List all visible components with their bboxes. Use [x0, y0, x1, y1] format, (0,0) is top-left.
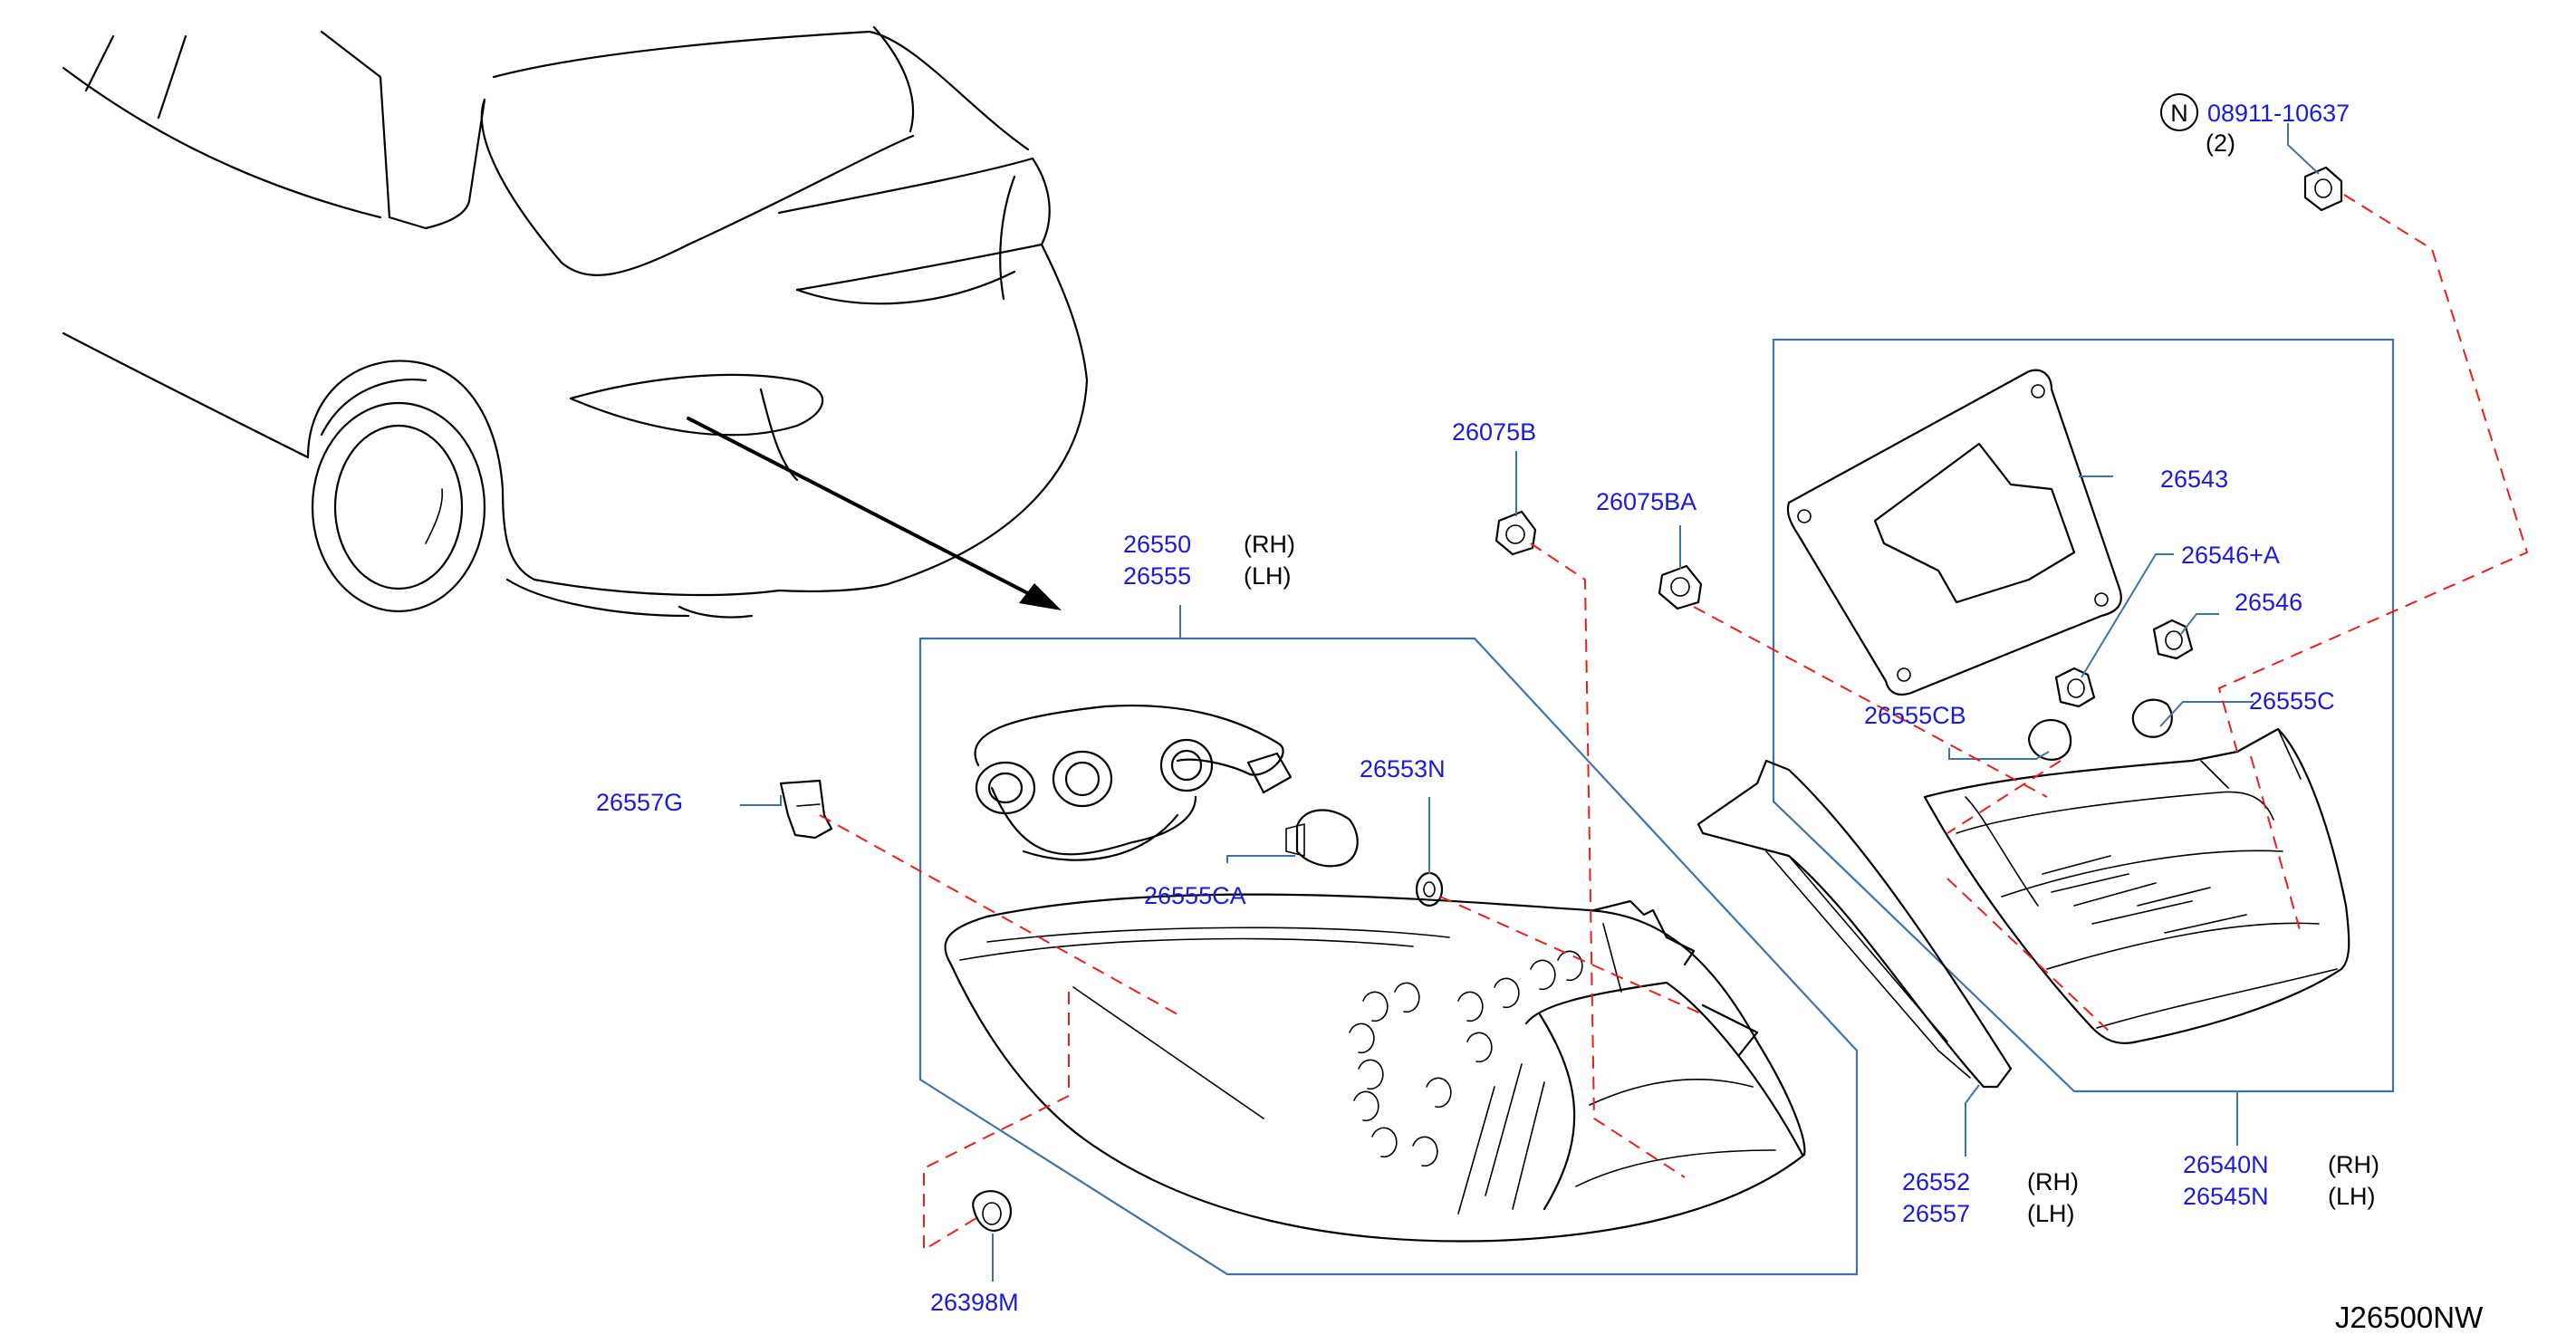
label-clip: 26557G	[596, 789, 683, 816]
label-socket: 26546	[2235, 589, 2302, 616]
screw	[2303, 166, 2343, 212]
nut-b	[1495, 510, 1537, 556]
label-inner-lamp-lh-side: (LH)	[2328, 1183, 2376, 1210]
clip	[779, 779, 833, 840]
label-nut-ba: 26075BA	[1596, 488, 1697, 515]
lamp-assembly-frame	[918, 605, 1859, 1276]
label-screw-qty: (2)	[2206, 130, 2235, 157]
grommet	[972, 1190, 1012, 1232]
label-socket-a: 26546+A	[2181, 542, 2280, 569]
label-screw: 08911-10637	[2207, 100, 2350, 127]
label-bulb-cb: 26555CB	[1864, 702, 1966, 729]
diagram-reference-code: J26500NW	[2335, 1301, 2484, 1334]
socket-a	[2054, 667, 2096, 708]
new-part-marker	[2160, 93, 2198, 131]
label-seal: 26553N	[1360, 755, 1446, 782]
bulb-c	[2131, 698, 2173, 738]
wiring-harness	[974, 704, 1293, 861]
finisher	[1697, 759, 2013, 1089]
label-lamp-assembly-rh: 26550	[1123, 531, 1191, 558]
nut-ba	[1658, 564, 1703, 610]
label-inner-lamp-rh: 26540N	[2183, 1151, 2269, 1178]
label-finisher-lh: 26557	[1902, 1200, 1970, 1227]
label-bulb-ca: 26555CA	[1144, 882, 1246, 909]
label-inner-lamp-rh-side: (RH)	[2328, 1151, 2379, 1178]
label-grommet: 26398M	[930, 1289, 1019, 1316]
label-nut-b: 26075B	[1452, 418, 1536, 446]
bulb-cb	[2027, 718, 2072, 761]
label-finisher-rh: 26552	[1902, 1168, 1970, 1195]
gasket	[1786, 369, 2122, 696]
inner-lamp	[1923, 727, 2350, 1044]
label-finisher-rh-side: (RH)	[2027, 1168, 2079, 1195]
leader-lines	[740, 123, 2320, 1282]
label-lamp-assembly-lh: 26555	[1123, 562, 1191, 590]
bulb-ca	[1285, 809, 1359, 868]
label-lamp-assembly-rh-side: (RH)	[1244, 531, 1295, 558]
callout-labels: 26550 (RH) 26555 (LH) 26075B 26075BA 265…	[596, 93, 2484, 1334]
label-bulb-c: 26555C	[2249, 687, 2335, 715]
label-screw-prefix: N	[2170, 100, 2188, 127]
label-inner-lamp-lh: 26545N	[2183, 1183, 2269, 1210]
direction-arrow	[687, 417, 1062, 610]
inner-lamp-frame	[1772, 338, 2395, 1146]
car-rear-illustration	[62, 25, 1089, 619]
installation-lines	[819, 194, 2529, 1252]
label-gasket: 26543	[2160, 466, 2228, 493]
outer-lamp	[944, 893, 1806, 1243]
socket	[2152, 619, 2194, 660]
label-finisher-lh-side: (LH)	[2027, 1200, 2075, 1227]
label-lamp-assembly-lh-side: (LH)	[1244, 562, 1292, 590]
